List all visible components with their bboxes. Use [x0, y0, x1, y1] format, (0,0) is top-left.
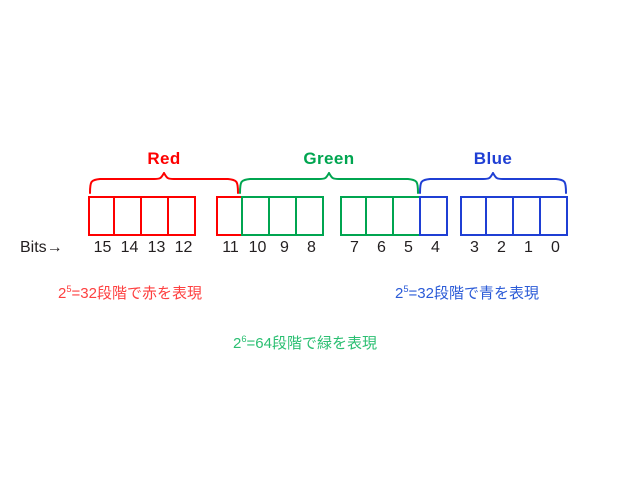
bit-cell-4	[419, 196, 448, 236]
caption-red-exponent: 5	[66, 284, 72, 294]
bit-cell-6	[365, 196, 394, 236]
bit-number-5: 5	[404, 239, 413, 256]
bit-number-13: 13	[147, 239, 166, 256]
bit-number-9: 9	[280, 239, 289, 256]
caption-red-base: 2	[58, 285, 67, 302]
bit-number-11: 11	[222, 239, 239, 256]
bit-cell-10	[241, 196, 270, 236]
bit-number-7: 7	[350, 239, 359, 256]
caption-blue-base: 2	[395, 285, 404, 302]
bit-number-6: 6	[377, 239, 386, 256]
bit-cell-9	[268, 196, 297, 236]
group-title-green: Green	[303, 149, 355, 168]
caption-green-text: =64段階で緑を表現	[246, 335, 377, 352]
caption-red-text: =32段階で赤を表現	[71, 285, 202, 302]
caption-blue: 25=32段階で青を表現	[395, 284, 539, 304]
group-title-blue: Blue	[473, 149, 513, 168]
brace-blue	[418, 172, 568, 194]
bit-cell-8	[295, 196, 324, 236]
caption-red: 25=32段階で赤を表現	[58, 284, 202, 304]
bit-number-15: 15	[93, 239, 112, 256]
bit-cell-12	[167, 196, 196, 236]
bit-number-4: 4	[431, 239, 440, 256]
bit-cell-1	[512, 196, 541, 236]
bit-cell-0	[539, 196, 568, 236]
bit-number-14: 14	[120, 239, 139, 256]
bit-cell-15	[88, 196, 117, 236]
bit-cell-2	[485, 196, 514, 236]
caption-green-exponent: 6	[241, 334, 247, 344]
bit-number-8: 8	[307, 239, 316, 256]
caption-green-base: 2	[233, 335, 242, 352]
group-title-red: Red	[147, 149, 181, 168]
bit-cell-row	[0, 196, 640, 236]
bit-cell-14	[113, 196, 142, 236]
bit-cell-5	[392, 196, 421, 236]
brace-red	[88, 172, 240, 194]
caption-blue-exponent: 5	[403, 284, 409, 294]
caption-blue-text: =32段階で青を表現	[408, 285, 539, 302]
bit-cell-11	[216, 196, 245, 236]
bit-number-0: 0	[551, 239, 560, 256]
bit-number-12: 12	[174, 239, 193, 256]
bit-cell-7	[340, 196, 369, 236]
brace-green	[238, 172, 420, 194]
bit-number-2: 2	[497, 239, 506, 256]
bits-axis-label: Bits→	[20, 239, 63, 256]
bit-number-1: 1	[524, 239, 533, 256]
bit-number-10: 10	[248, 239, 267, 256]
caption-green: 26=64段階で緑を表現	[233, 334, 377, 354]
bit-cell-13	[140, 196, 169, 236]
bit-number-3: 3	[470, 239, 479, 256]
